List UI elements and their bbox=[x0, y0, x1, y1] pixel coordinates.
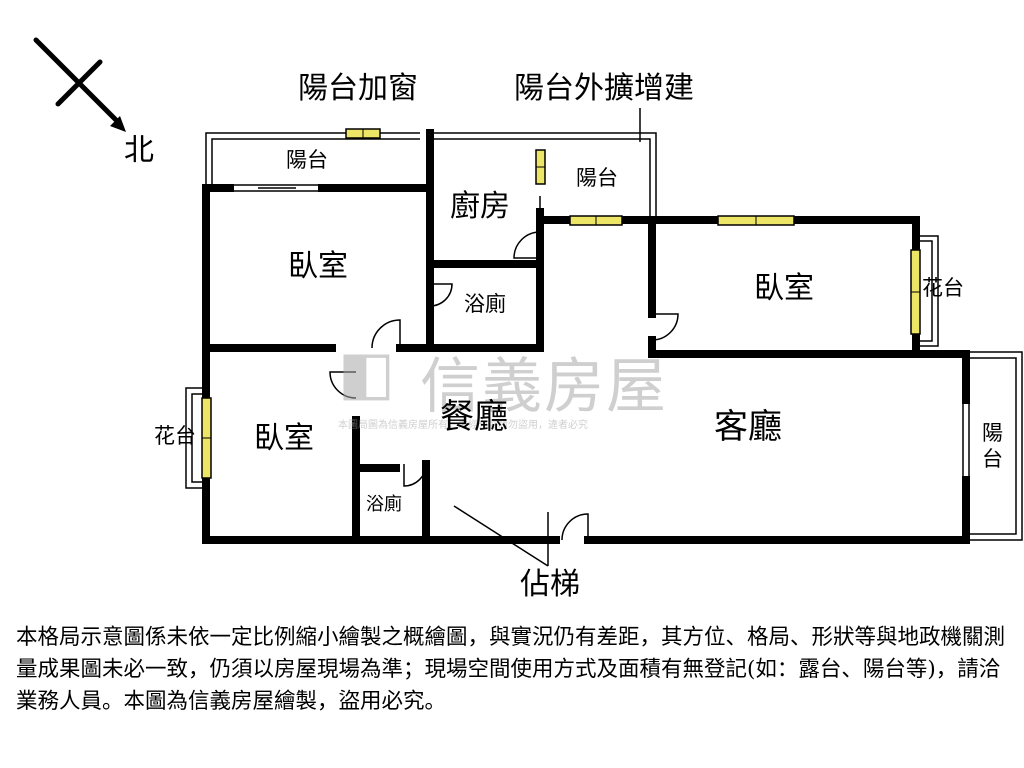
north-label: 北 bbox=[124, 133, 154, 168]
room-dining: 餐廳 bbox=[440, 397, 508, 437]
room-kitchen: 廚房 bbox=[450, 189, 510, 224]
room-bathroom-top: 浴廁 bbox=[464, 292, 506, 316]
room-bedroom-right: 臥室 bbox=[754, 271, 814, 306]
stairs-pointer bbox=[453, 505, 549, 567]
room-bedroom-top-left: 臥室 bbox=[288, 249, 348, 284]
north-arrow-icon bbox=[33, 37, 121, 125]
balcony-outlines bbox=[185, 132, 1023, 541]
room-planter-right: 花台 bbox=[922, 276, 964, 300]
room-balcony-kitchen: 陽台 bbox=[576, 166, 618, 190]
room-bathroom-bottom: 浴廁 bbox=[366, 494, 402, 515]
walls bbox=[202, 129, 970, 544]
floor-plan bbox=[33, 37, 1023, 567]
stairs-label: 佔梯 bbox=[520, 567, 580, 602]
disclaimer-text: 本格局示意圖係未依一定比例縮小繪製之概繪圖，與實況仍有差距，其方位、格局、形狀等… bbox=[16, 625, 1006, 714]
room-bedroom-bottom-left: 臥室 bbox=[254, 421, 314, 456]
watermark-brand: 信義房屋 bbox=[420, 352, 668, 422]
doors bbox=[329, 196, 679, 541]
room-living: 客廳 bbox=[714, 407, 782, 447]
watermark-notice: 本圖局圖為信義房屋所有，未經允許請勿盜用，違者必究 bbox=[338, 420, 588, 431]
room-balcony-top-left: 陽台 bbox=[286, 148, 328, 172]
watermark-logo-icon: ◧ bbox=[338, 338, 397, 408]
balcony-window-label: 陽台加窗 bbox=[298, 71, 418, 106]
balcony-extension-label: 陽台外擴增建 bbox=[514, 71, 694, 106]
sliding-doors bbox=[232, 184, 970, 478]
room-balcony-right: 陽台 bbox=[982, 421, 1003, 471]
room-planter-left: 花台 bbox=[154, 424, 196, 448]
